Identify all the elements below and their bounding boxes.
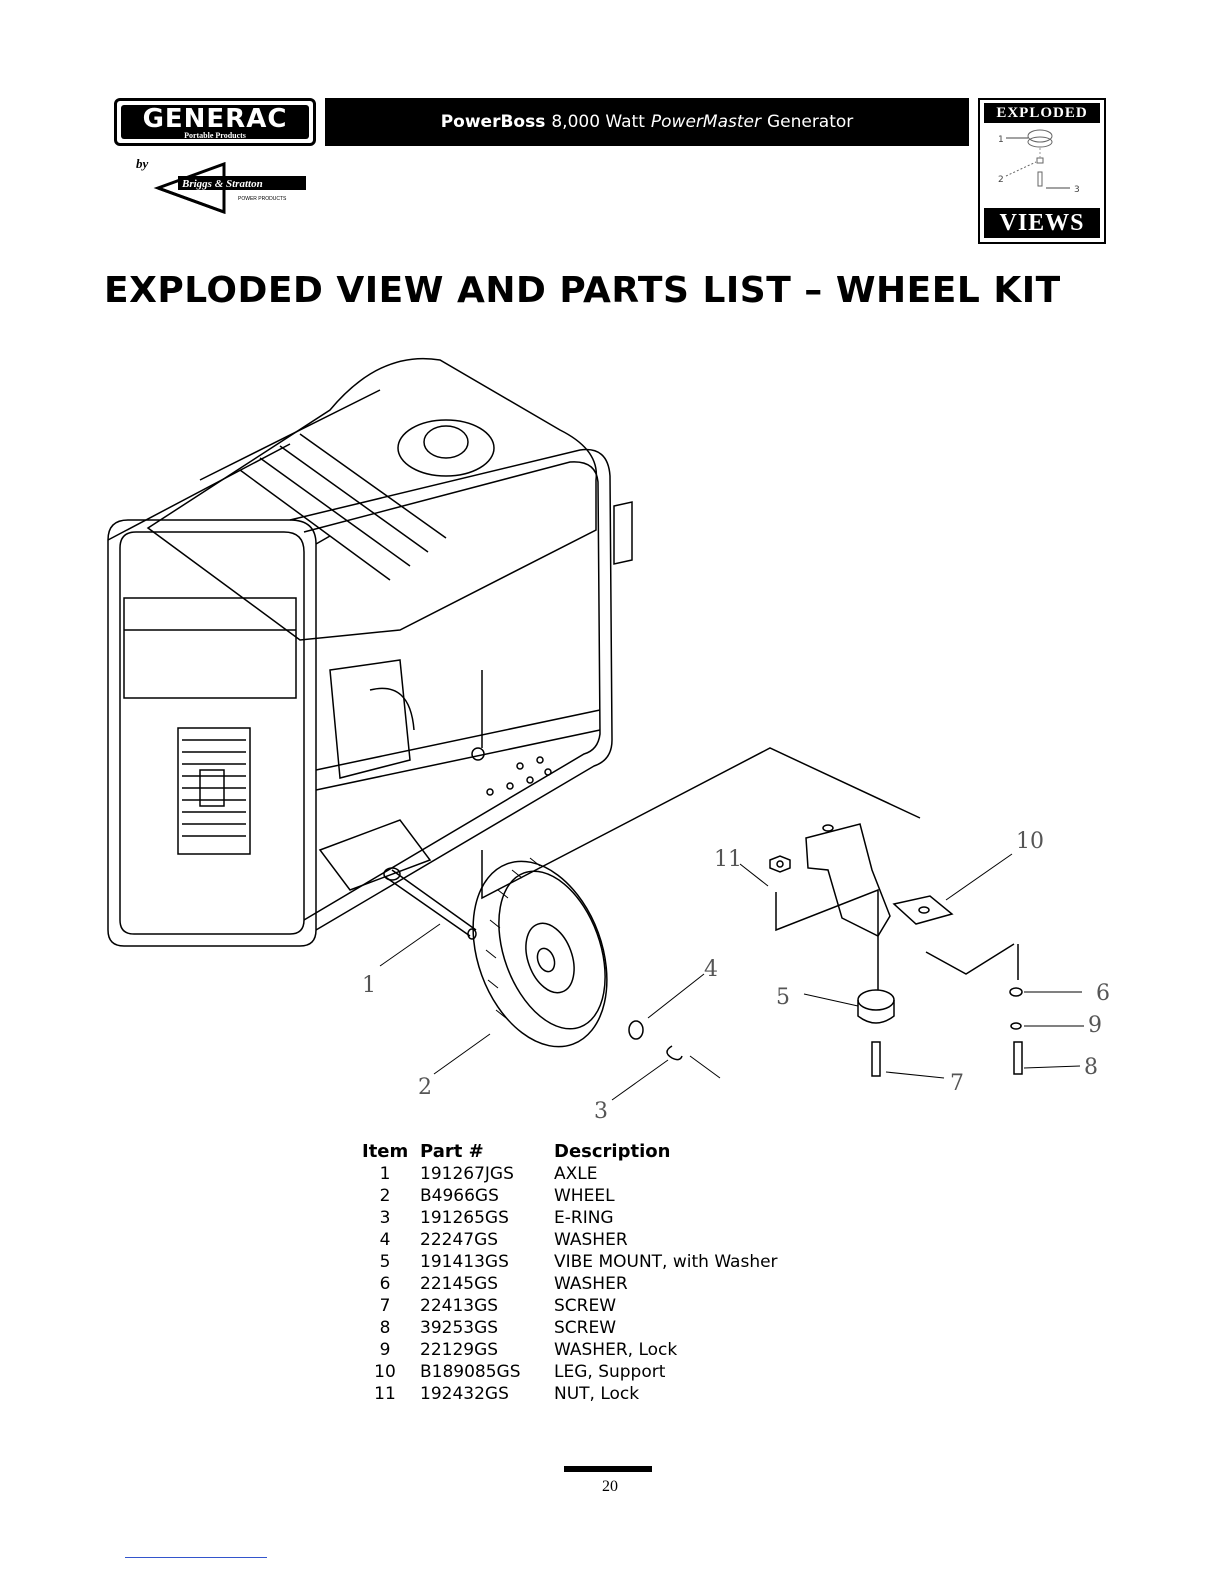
generac-logo: GENERAC Portable Products (114, 98, 316, 146)
part-number-cell: 39253GS (420, 1318, 499, 1338)
table-row: 10 B189085GS LEG, Support (362, 1361, 874, 1383)
header-part-number: Part # (420, 1141, 484, 1162)
callout-11: 11 (714, 847, 742, 872)
table-row: 4 22247GS WASHER (362, 1229, 874, 1251)
table-row: 5 191413GS VIBE MOUNT, with Washer (362, 1251, 874, 1273)
item-cell: 1 (379, 1164, 391, 1184)
part-number-cell: B4966GS (420, 1186, 499, 1206)
page-number: 20 (602, 1478, 618, 1495)
callout-numbers: 1 2 3 4 5 6 7 8 9 10 11 (362, 829, 1110, 1124)
title-model: PowerMaster (650, 112, 761, 132)
svg-text:POWER PRODUCTS: POWER PRODUCTS (238, 196, 287, 202)
part-number-cell: 191265GS (420, 1208, 509, 1228)
table-row: 6 22145GS WASHER (362, 1273, 874, 1295)
callout-4: 4 (704, 957, 718, 982)
part-number-cell: 191267JGS (420, 1164, 514, 1184)
document-title-bar: PowerBoss 8,000 Watt PowerMaster Generat… (325, 98, 969, 146)
callout-5: 5 (776, 985, 790, 1010)
exploded-views-badge: EXPLODED 1 2 3 VIEWS (978, 98, 1106, 244)
item-cell: 9 (379, 1340, 391, 1360)
table-row: 7 22413GS SCREW (362, 1295, 874, 1317)
callout-6: 6 (1096, 981, 1110, 1006)
description-cell: E-RING (554, 1208, 614, 1228)
item-cell: 4 (379, 1230, 391, 1250)
badge-bottom-text: VIEWS (984, 208, 1100, 238)
part-number-cell: 22129GS (420, 1340, 499, 1360)
title-wattage: 8,000 Watt (551, 112, 645, 132)
header-description: Description (554, 1141, 671, 1162)
part-number-cell: 22247GS (420, 1230, 499, 1250)
item-cell: 5 (379, 1252, 391, 1272)
description-cell: WASHER, Lock (554, 1340, 678, 1360)
part-number-cell: 22413GS (420, 1296, 499, 1316)
part-number-cell: 22145GS (420, 1274, 499, 1294)
description-cell: WASHER (554, 1230, 628, 1250)
logo-by: by (136, 156, 149, 171)
callout-2: 2 (418, 1075, 432, 1100)
wheel (472, 857, 608, 1048)
callout-10: 10 (1016, 829, 1044, 854)
table-row: 8 39253GS SCREW (362, 1317, 874, 1339)
description-cell: AXLE (554, 1164, 598, 1184)
callout-8: 8 (1084, 1055, 1098, 1080)
svg-text:3: 3 (1074, 185, 1080, 195)
item-cell: 6 (379, 1274, 391, 1294)
item-cell: 10 (374, 1362, 396, 1382)
table-row: 3 191265GS E-RING (362, 1207, 874, 1229)
table-row: 11 192432GS NUT, Lock (362, 1383, 874, 1405)
page-number-bar (564, 1466, 652, 1472)
callout-9: 9 (1088, 1013, 1102, 1038)
svg-text:1: 1 (998, 135, 1004, 145)
badge-top-text: EXPLODED (984, 103, 1100, 123)
table-row: 2 B4966GS WHEEL (362, 1185, 874, 1207)
badge-mini-diagram-icon: 1 2 3 (998, 129, 1080, 195)
description-cell: SCREW (554, 1318, 617, 1338)
item-cell: 3 (379, 1208, 391, 1228)
leader-lines (379, 853, 1084, 1101)
description-cell: VIBE MOUNT, with Washer (554, 1252, 778, 1272)
svg-text:Briggs & Stratton: Briggs & Stratton (181, 178, 263, 190)
description-cell: NUT, Lock (554, 1384, 640, 1404)
item-cell: 7 (379, 1296, 391, 1316)
logo-wordmark: GENERAC (142, 104, 288, 134)
description-cell: LEG, Support (554, 1362, 666, 1382)
part-number-cell: B189085GS (420, 1362, 521, 1382)
logo-subtitle: Portable Products (184, 131, 246, 140)
hardware-parts (628, 823, 1023, 1077)
table-row: 1 191267JGS AXLE (362, 1163, 874, 1185)
table-row: 9 22129GS WASHER, Lock (362, 1339, 874, 1361)
svg-text:2: 2 (998, 175, 1004, 185)
parts-table-body: 1 191267JGS AXLE 2 B4966GS WHEEL 3 191265GS E-RI… (362, 1163, 874, 1405)
exploded-view-drawing: 1 2 3 4 5 6 7 8 9 10 11 (107, 357, 1110, 1124)
briggs-stratton-logo: Briggs & Stratton POWER PRODUCTS (153, 162, 306, 214)
item-cell: 11 (374, 1384, 396, 1404)
callout-3: 3 (594, 1099, 608, 1124)
parts-table-header: Item Part # Description (362, 1141, 874, 1163)
description-cell: WASHER (554, 1274, 628, 1294)
bottom-rule (125, 1557, 267, 1558)
header-item: Item (362, 1141, 409, 1162)
description-cell: WHEEL (554, 1186, 615, 1206)
callout-1: 1 (362, 973, 376, 998)
generator-frame (107, 357, 921, 947)
callout-7: 7 (950, 1071, 964, 1096)
item-cell: 8 (379, 1318, 391, 1338)
description-cell: SCREW (554, 1296, 617, 1316)
title-product: PowerBoss (440, 112, 546, 132)
title-type: Generator (766, 112, 854, 132)
page-heading: EXPLODED VIEW AND PARTS LIST – WHEEL KIT (104, 270, 1061, 311)
part-number-cell: 191413GS (420, 1252, 509, 1272)
item-cell: 2 (379, 1186, 391, 1206)
part-number-cell: 192432GS (420, 1384, 509, 1404)
